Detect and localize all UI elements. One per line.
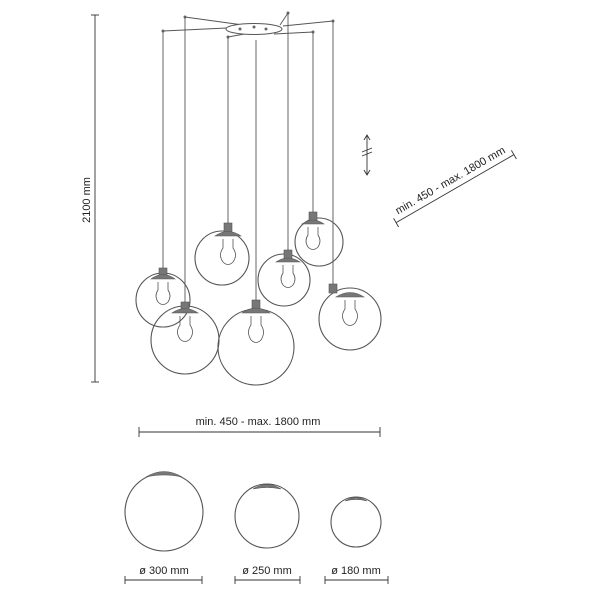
horizontal-range-label: min. 450 - max. 1800 mm: [196, 416, 321, 428]
globe-size-label: ø 180 mm: [331, 565, 381, 577]
globe-size-small: ø 180 mm: [324, 496, 389, 584]
globe-size-medium: ø 250 mm: [234, 483, 301, 584]
diagonal-range-label: min. 450 - max. 1800 mm: [393, 144, 507, 217]
height-dimension: 2100 mm: [81, 14, 99, 383]
pendant-globe: [257, 249, 311, 307]
pendant-globe: [217, 299, 295, 386]
diagonal-range-dimension: min. 450 - max. 1800 mm: [393, 144, 517, 228]
pendant-globe: [150, 301, 220, 375]
pendant-globe: [135, 267, 191, 328]
globe-size-label: ø 250 mm: [242, 565, 292, 577]
adjustable-length-icon: [361, 134, 373, 176]
pendant-globe: [318, 283, 382, 351]
horizontal-range-dimension: min. 450 - max. 1800 mm: [138, 416, 381, 437]
ceiling-canopy: [161, 11, 335, 39]
globe-size-large: ø 300 mm: [124, 471, 204, 584]
pendant-globe: [294, 211, 344, 267]
pendant-cords: [162, 13, 334, 302]
height-label: 2100 mm: [81, 177, 93, 223]
pendant-globe: [194, 222, 250, 286]
globe-size-label: ø 300 mm: [139, 565, 189, 577]
